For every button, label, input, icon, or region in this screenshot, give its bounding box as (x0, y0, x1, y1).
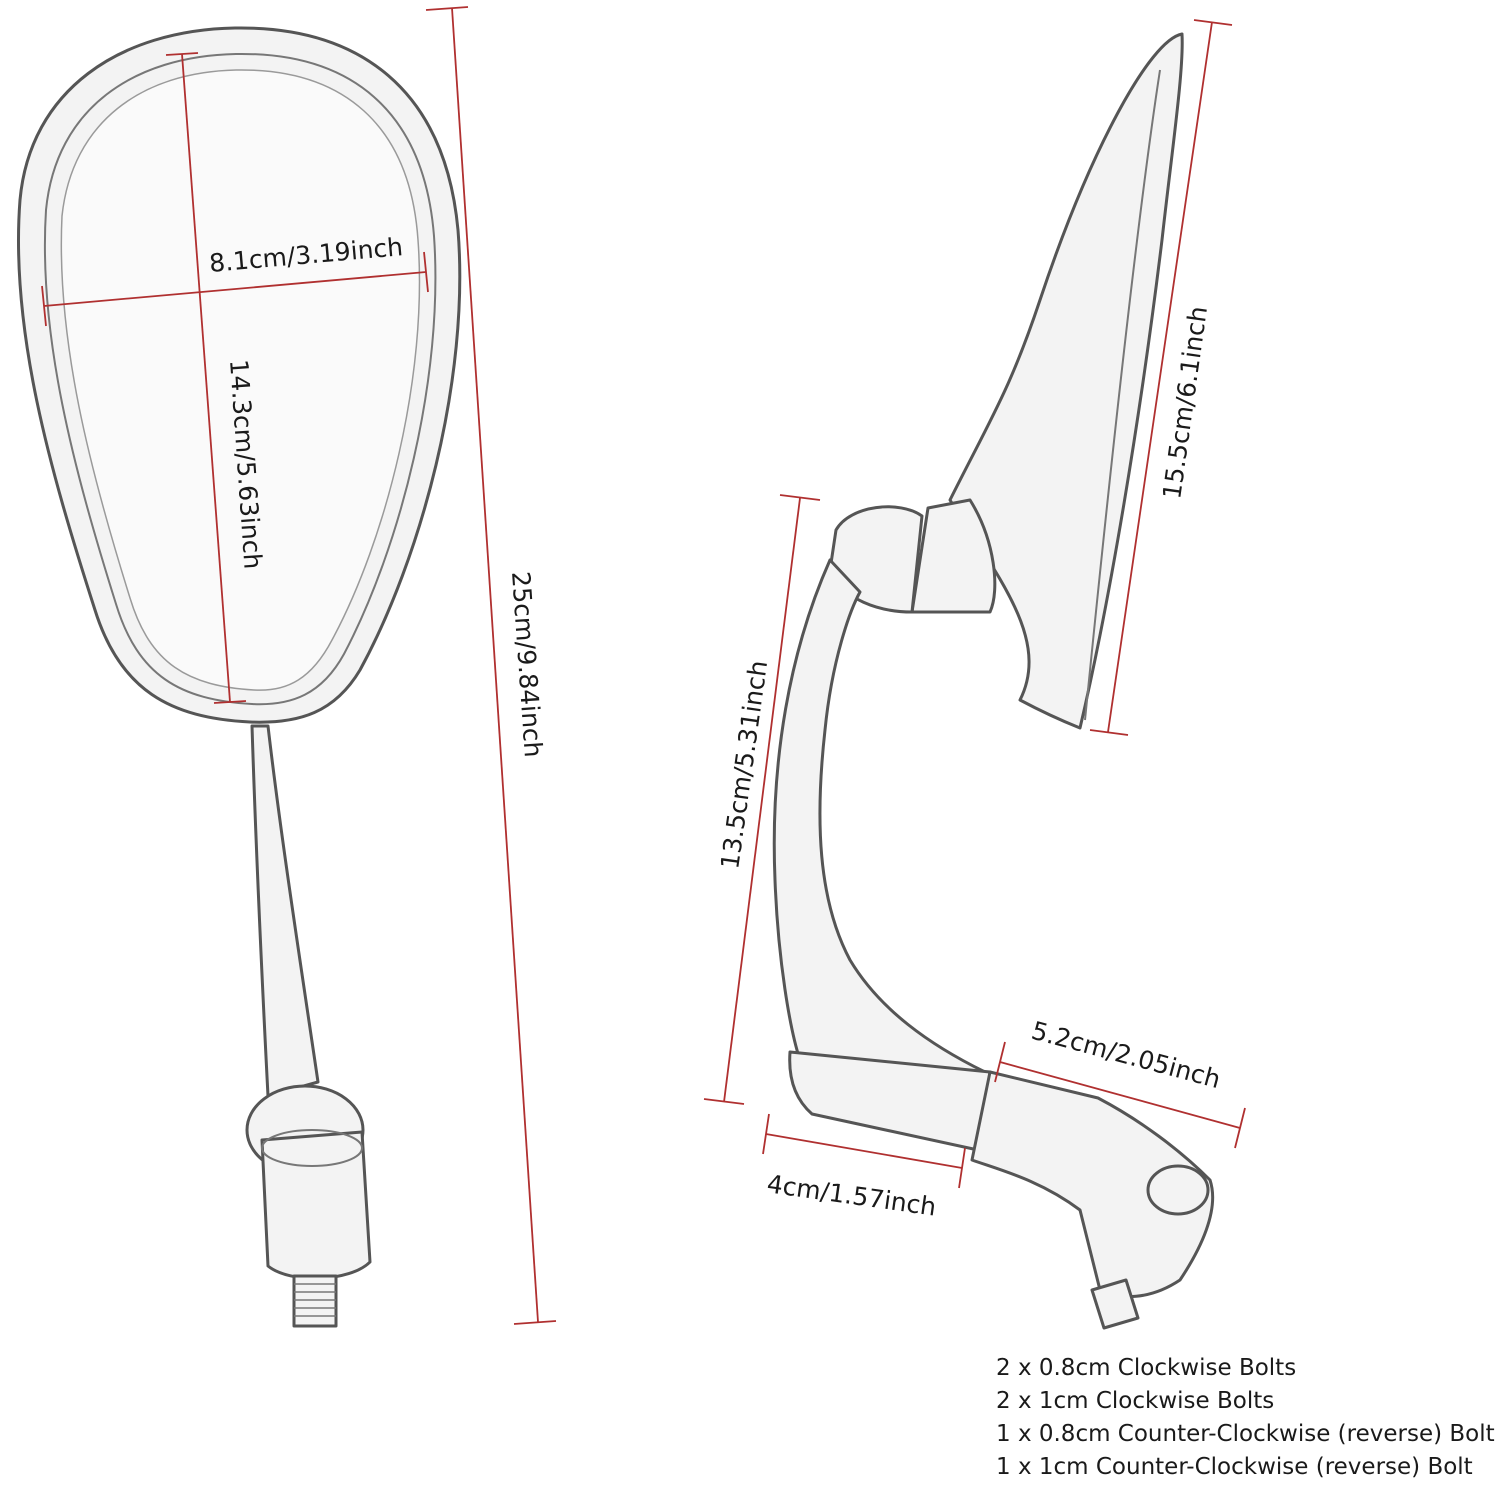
included-bolts-list: 2 x 0.8cm Clockwise Bolts 2 x 1cm Clockw… (996, 1352, 1496, 1484)
head-pivot-housing (910, 498, 997, 614)
bolt-item: 2 x 1cm Clockwise Bolts (996, 1388, 1275, 1414)
side-mirror-rim (1084, 69, 1161, 721)
label-base-length: 4cm/1.57inch (765, 1169, 938, 1221)
side-view-mirror (772, 32, 1215, 1330)
label-clamp-length: 5.2cm/2.05inch (1028, 1016, 1223, 1094)
mirror-stem (250, 724, 320, 1098)
label-arm-height: 13.5cm/5.31inch (715, 659, 773, 871)
side-threaded-bolt (1090, 1278, 1140, 1330)
arm-lower-plate (788, 1050, 992, 1152)
bolt-item: 2 x 0.8cm Clockwise Bolts (996, 1355, 1297, 1381)
side-mirror-head (948, 32, 1184, 730)
mount-block (260, 1130, 372, 1280)
bolt-threads (294, 1283, 336, 1317)
mount-block-top (261, 1129, 363, 1167)
clamp-bolt-head (1146, 1164, 1210, 1216)
front-view-mirror (16, 26, 462, 1328)
mirror-glass (60, 69, 421, 691)
bolt-item: 1 x 1cm Counter-Clockwise (reverse) Bolt (996, 1454, 1473, 1480)
bolt-item: 1 x 0.8cm Counter-Clockwise (reverse) Bo… (996, 1421, 1495, 1447)
mirror-frame-inner (43, 52, 437, 706)
curved-arm (772, 558, 987, 1074)
label-total-length: 25cm/9.84inch (506, 570, 548, 758)
clamp-body (970, 1070, 1215, 1299)
